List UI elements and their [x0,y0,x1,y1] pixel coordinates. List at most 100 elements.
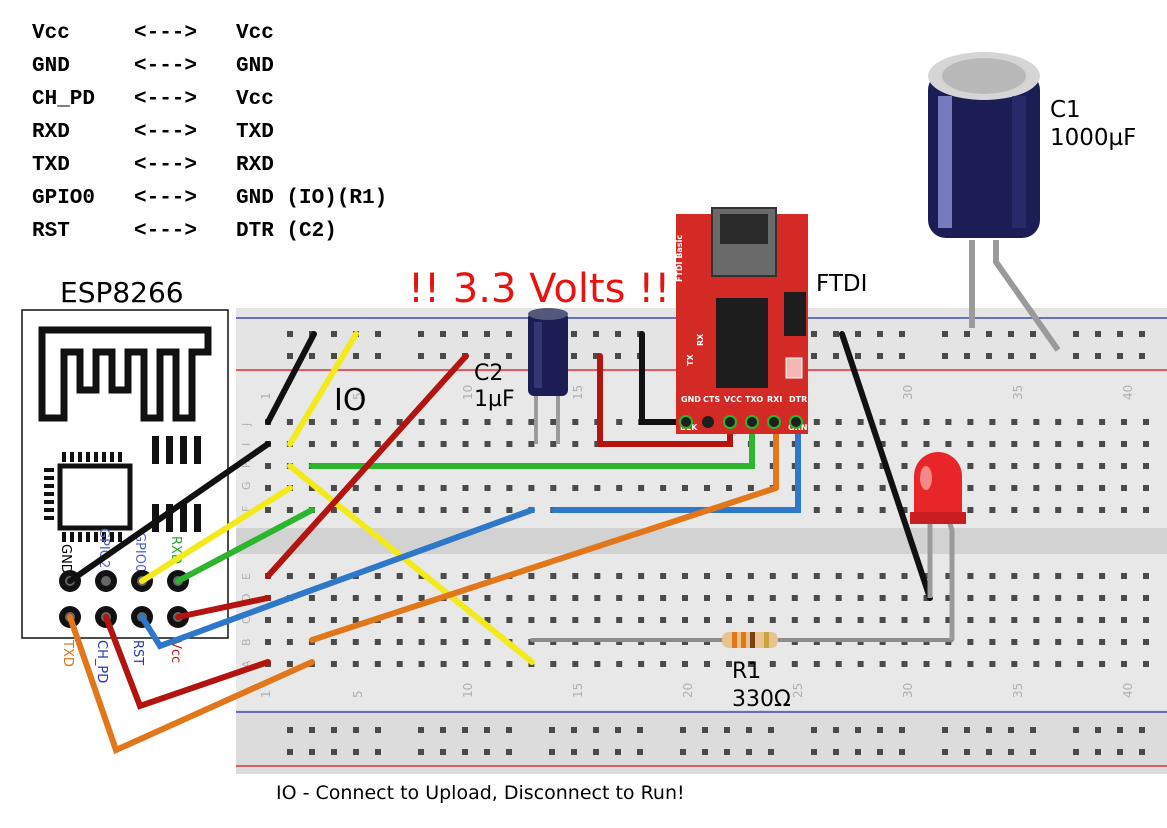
breadboard-hole [418,485,425,491]
breadboard-hole [1055,463,1062,469]
breadboard-hole [616,419,623,425]
breadboard-hole [440,485,447,491]
rail-hole [746,749,752,755]
breadboard-hole [1033,485,1040,491]
column-number: 30 [901,683,915,698]
breadboard-hole [1099,617,1106,623]
pin-map-right: RXD [236,154,274,177]
rail-hole [353,353,359,359]
breadboard-hole [572,419,579,425]
row-letter: D [240,594,253,602]
breadboard-hole [857,617,864,623]
row-letter: G [240,481,253,490]
breadboard-hole [352,485,359,491]
rail-hole [506,749,512,755]
rail-hole [375,749,381,755]
pin-map-right: GND [236,55,274,78]
rail-hole [484,353,490,359]
row-letter: I [240,443,253,446]
breadboard-hole [440,419,447,425]
rail-hole [1139,331,1145,337]
ftdi-chip [716,298,768,388]
breadboard-hole [484,661,491,667]
wire-yellow [139,485,293,584]
breadboard-hole [1033,595,1040,601]
ftdi-pin-label: CTS [703,395,720,404]
rail-hole [418,331,424,337]
breadboard-hole [945,419,952,425]
breadboard-hole [1143,617,1149,623]
breadboard-hole [484,573,491,579]
breadboard-hole [1077,573,1084,579]
breadboard-hole [967,463,974,469]
breadboard-hole [550,485,557,491]
breadboard-hole [1121,661,1127,667]
breadboard-hole [286,419,293,425]
column-number: 10 [461,385,475,400]
breadboard-hole [682,573,688,579]
breadboard-hole [726,573,732,579]
pin-map-arrow: <---> [134,22,197,45]
esp-pin-label-txd: TXD [60,639,75,667]
breadboard-hole [352,617,359,623]
breadboard-hole [1077,485,1084,491]
ftdi-pin-row [679,415,803,429]
wire-blue [551,421,801,513]
breadboard-hole [769,441,776,447]
breadboard-hole [813,507,820,513]
breadboard-hole [484,419,491,425]
breadboard-hole [528,595,535,601]
breadboard-hole [726,485,732,491]
ftdi-pin-label: RXI [767,395,782,404]
breadboard-hole [286,639,293,645]
breadboard-hole [286,617,293,623]
wire-red [175,595,271,620]
led [910,452,966,640]
breadboard-hole [1011,463,1018,469]
rail-hole [418,749,424,755]
rail-hole [899,331,905,337]
column-number: 40 [1121,385,1135,400]
breadboard-hole [857,463,864,469]
breadboard-hole [418,419,425,425]
c1-value: 1000µF [1050,125,1136,151]
breadboard-hole [726,661,732,667]
breadboard-hole [726,617,732,623]
breadboard-hole [1077,661,1084,667]
breadboard-hole [594,485,601,491]
breadboard-hole [835,507,842,513]
breadboard-hole [1055,419,1062,425]
breadboard-hole [594,573,601,579]
terminal-bottom [236,554,1167,710]
breadboard-hole [506,441,513,447]
breadboard-hole [813,595,820,601]
breadboard-hole [835,661,842,667]
breadboard-hole [967,661,974,667]
rail-hole [593,727,599,733]
rail-hole [593,353,599,359]
rail-hole [1117,331,1123,337]
breadboard-hole [945,617,952,623]
rail-hole [331,749,337,755]
row-letter: H [240,460,253,468]
breadboard-hole [330,617,337,623]
breadboard-hole [308,573,315,579]
wire-green [175,507,315,584]
breadboard-hole [1055,485,1062,491]
breadboard-hole [374,507,381,513]
led-body [914,452,962,520]
r1-value: 330Ω [732,687,791,712]
rail-hole [1008,749,1014,755]
breadboard-hole [857,661,864,667]
column-number: 20 [681,683,695,698]
rail-hole [1095,331,1101,337]
breadboard-hole [308,441,315,447]
wire-black [265,331,317,425]
breadboard-hole [550,573,557,579]
pin-map-arrow: <---> [134,154,197,177]
pin-map-arrow: <---> [134,88,197,111]
pin-map-arrow: <---> [134,55,197,78]
breadboard-hole [835,617,842,623]
breadboard-hole [989,595,996,601]
breadboard-hole [857,441,864,447]
